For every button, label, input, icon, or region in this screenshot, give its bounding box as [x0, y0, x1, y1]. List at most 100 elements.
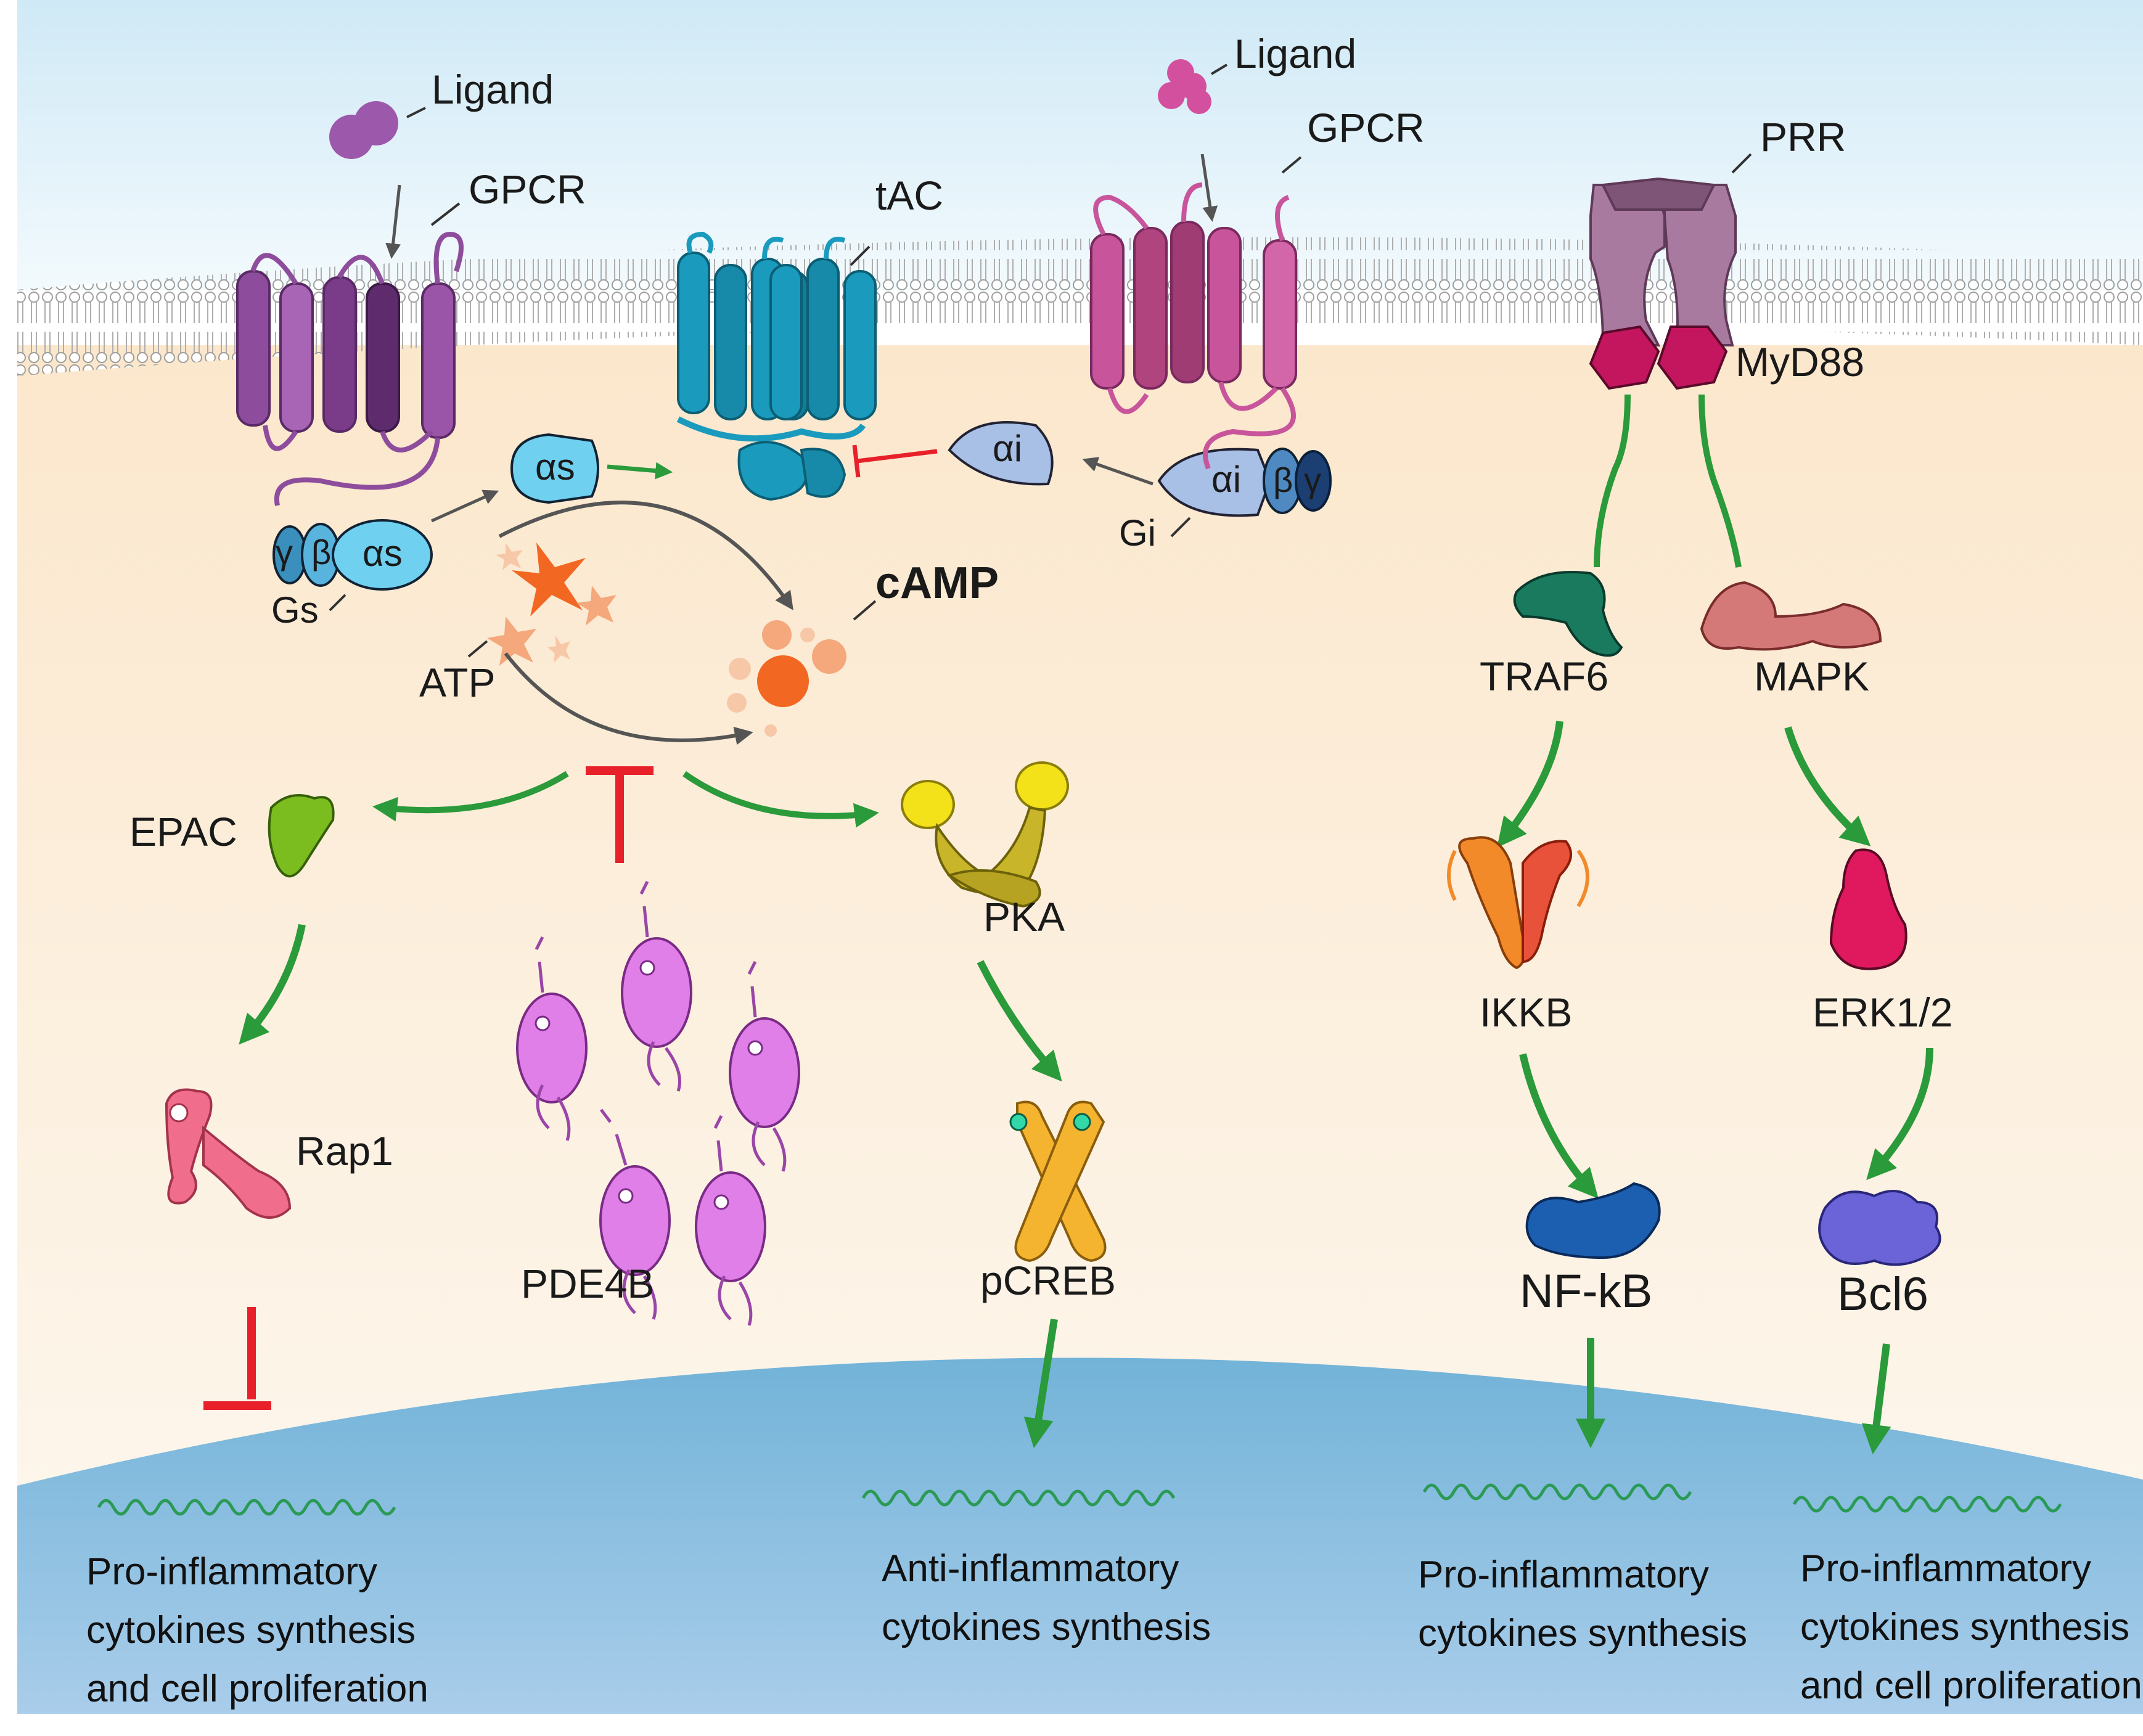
bcl6-label: Bcl6: [1837, 1268, 1928, 1320]
atp-leader: [467, 640, 488, 658]
alpha-i-inhibits-tac-bar: [852, 444, 861, 478]
gi-leader: [1170, 517, 1191, 538]
pka-to-pcreb-arrow: [977, 960, 1062, 1082]
ikkb-protein-icon: [1447, 836, 1589, 970]
ligand-right-label: Ligand: [1234, 31, 1356, 76]
bcl6-protein-icon: [1818, 1190, 1941, 1266]
gpcr-right-leader: [1281, 156, 1302, 174]
nfkb-protein-icon: [1525, 1182, 1661, 1259]
gi-release-arrow: [1082, 457, 1153, 486]
gi-beta-label: β: [1273, 461, 1293, 499]
gpcr-left-receptor: [236, 231, 464, 506]
dna-strand-3: [1422, 1483, 1692, 1501]
atp-label: ATP: [419, 660, 495, 705]
gi-label: Gi: [1119, 512, 1156, 554]
ligand-right-icon: [1158, 59, 1211, 114]
epac-label: EPAC: [129, 809, 237, 854]
camp-molecules-icon: [727, 620, 846, 737]
gpcr-right-label: GPCR: [1307, 105, 1425, 150]
camp-leader: [853, 600, 877, 621]
prr-label: PRR: [1760, 114, 1846, 160]
outcome-1-line-3: and cell proliferation: [86, 1668, 428, 1710]
ligand-left-label: Ligand: [432, 67, 554, 112]
traf6-protein-icon: [1513, 571, 1623, 657]
atp-to-camp-arrow-top: [498, 501, 793, 610]
mapk-to-erk-arrow: [1784, 726, 1871, 846]
ikkb-label: IKKB: [1480, 989, 1572, 1035]
outcome-1-line-2: cytokines synthesis: [86, 1609, 416, 1652]
ikkb-to-nfkb-arrow: [1519, 1053, 1599, 1199]
ligand-left-icon: [329, 101, 398, 159]
atp-molecules-icon: [487, 542, 617, 666]
cytoplasm: [17, 345, 2143, 1517]
pde4b-label: PDE4B: [521, 1261, 654, 1306]
dna-strands: [97, 1483, 2062, 1516]
dna-strand-1: [97, 1499, 396, 1516]
outcome-1-line-1: Pro-inflammatory: [86, 1550, 377, 1593]
myd88-to-mapk-link: [1698, 394, 1742, 568]
alpha-s-activates-tac-arrow: [607, 462, 673, 480]
pcreb-label: pCREB: [980, 1258, 1116, 1303]
pka-label: PKA: [983, 894, 1065, 940]
alpha-s-label: αs: [535, 446, 575, 488]
gs-alpha-label: αs: [363, 533, 403, 574]
myd88-to-traf6-link: [1594, 394, 1631, 568]
gpcr-left-label: GPCR: [469, 166, 586, 212]
pcreb-to-dna-arrow: [1023, 1319, 1058, 1448]
alpha-i-inhibits-tac-line: [856, 449, 938, 464]
rap1-label: Rap1: [296, 1128, 393, 1174]
prr-leader: [1731, 153, 1752, 174]
gs-gamma-label: γ: [276, 533, 293, 571]
gi-gamma-label: γ: [1304, 461, 1321, 499]
gs-protein-complex: [272, 519, 433, 591]
mapk-protein-icon: [1700, 581, 1882, 651]
gpcr-left-leader: [430, 202, 461, 226]
nucleus: [17, 1357, 2143, 1714]
erk-label: ERK1/2: [1813, 989, 1952, 1035]
alpha-i-label: αi: [993, 428, 1022, 469]
ligand-binding-arrow-right: [1200, 154, 1218, 222]
outcome-4-line-2: cytokines synthesis: [1800, 1606, 2129, 1648]
epac-protein-icon: [268, 794, 335, 878]
outcome-1: Pro-inflammatory cytokines synthesis and…: [86, 1550, 428, 1710]
myd88-label: MyD88: [1735, 339, 1864, 385]
outcome-3-line-1: Pro-inflammatory: [1418, 1554, 1709, 1596]
outcome-4: Pro-inflammatory cytokines synthesis and…: [1800, 1547, 2142, 1707]
erk-protein-icon: [1829, 848, 1907, 970]
outcome-2-line-2: cytokines synthesis: [882, 1606, 1211, 1648]
outcome-4-line-1: Pro-inflammatory: [1800, 1547, 2091, 1590]
gs-label: Gs: [271, 589, 319, 631]
gi-protein-complex: [1157, 448, 1332, 517]
outcome-3-line-2: cytokines synthesis: [1418, 1612, 1747, 1655]
gi-alpha-label: αi: [1211, 459, 1241, 500]
nfkb-label: NF-kB: [1520, 1265, 1652, 1317]
pcreb-protein-icon: [1009, 1100, 1107, 1263]
ligand-binding-arrow-left: [385, 184, 401, 259]
ligand-right-leader: [1210, 63, 1228, 75]
myd88-protein-icon: [1589, 325, 1728, 390]
tac-adenylyl-cyclase: [676, 231, 877, 501]
epac-to-rap1-arrow: [239, 923, 306, 1045]
prr-receptor-icon: [1589, 177, 1737, 346]
outcome-2-line-1: Anti-inflammatory: [882, 1547, 1179, 1590]
atp-to-camp-arrow-bottom: [504, 652, 753, 745]
rap1-protein-icon: [165, 1088, 292, 1219]
dna-strand-2: [861, 1489, 1176, 1507]
traf6-to-ikkb-arrow: [1497, 721, 1563, 848]
alpha-i-free: [948, 421, 1054, 486]
traf6-label: TRAF6: [1480, 653, 1608, 699]
camp-to-pka-arrow: [682, 771, 879, 828]
alpha-s-free: [510, 433, 599, 504]
tac-leader: [850, 245, 871, 266]
pka-protein-icon: [901, 761, 1069, 908]
erk-to-bcl6-arrow: [1866, 1047, 1933, 1181]
gpcr-right-receptor: [1090, 182, 1297, 470]
outcome-2: Anti-inflammatory cytokines synthesis: [882, 1547, 1211, 1648]
camp-label: cAMP: [875, 559, 999, 608]
pde4b-cluster-icon: [516, 880, 800, 1326]
dna-strand-4: [1792, 1496, 2062, 1513]
outcome-3: Pro-inflammatory cytokines synthesis: [1418, 1554, 1747, 1655]
camp-to-epac-arrow: [372, 771, 569, 822]
gs-leader: [329, 594, 346, 612]
